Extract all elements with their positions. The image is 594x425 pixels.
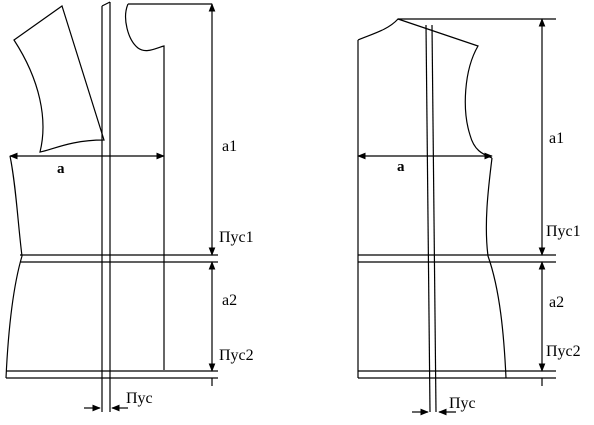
front-hem-ease-label: Пус2 [219, 347, 254, 364]
front-body-outline [5, 3, 212, 379]
back-width-label: a [397, 159, 405, 175]
back-strip-right [431, 24, 437, 413]
front-width-label: a [57, 161, 65, 177]
back-lower-height-label: a2 [549, 294, 564, 311]
front-shoulder-flap [13, 5, 105, 153]
back-strip-left [425, 24, 431, 413]
front-lower-height-label: a2 [222, 292, 237, 309]
back-hem-ease-label: Пус2 [546, 343, 581, 360]
front-waist-ease-label: Пус1 [219, 229, 254, 246]
back-waist-ease-label: Пус1 [546, 223, 581, 240]
back-upper-height-label: a1 [549, 130, 564, 147]
front-strip-ease-label: Пус [126, 390, 153, 407]
back-piece [357, 18, 556, 416]
back-strip-ease-label: Пус [449, 395, 476, 412]
back-shoulder [357, 18, 493, 159]
front-piece [5, 1, 218, 412]
front-upper-height-label: a1 [222, 138, 237, 155]
front-strip-top [101, 1, 111, 7]
back-right-outline [485, 157, 507, 379]
